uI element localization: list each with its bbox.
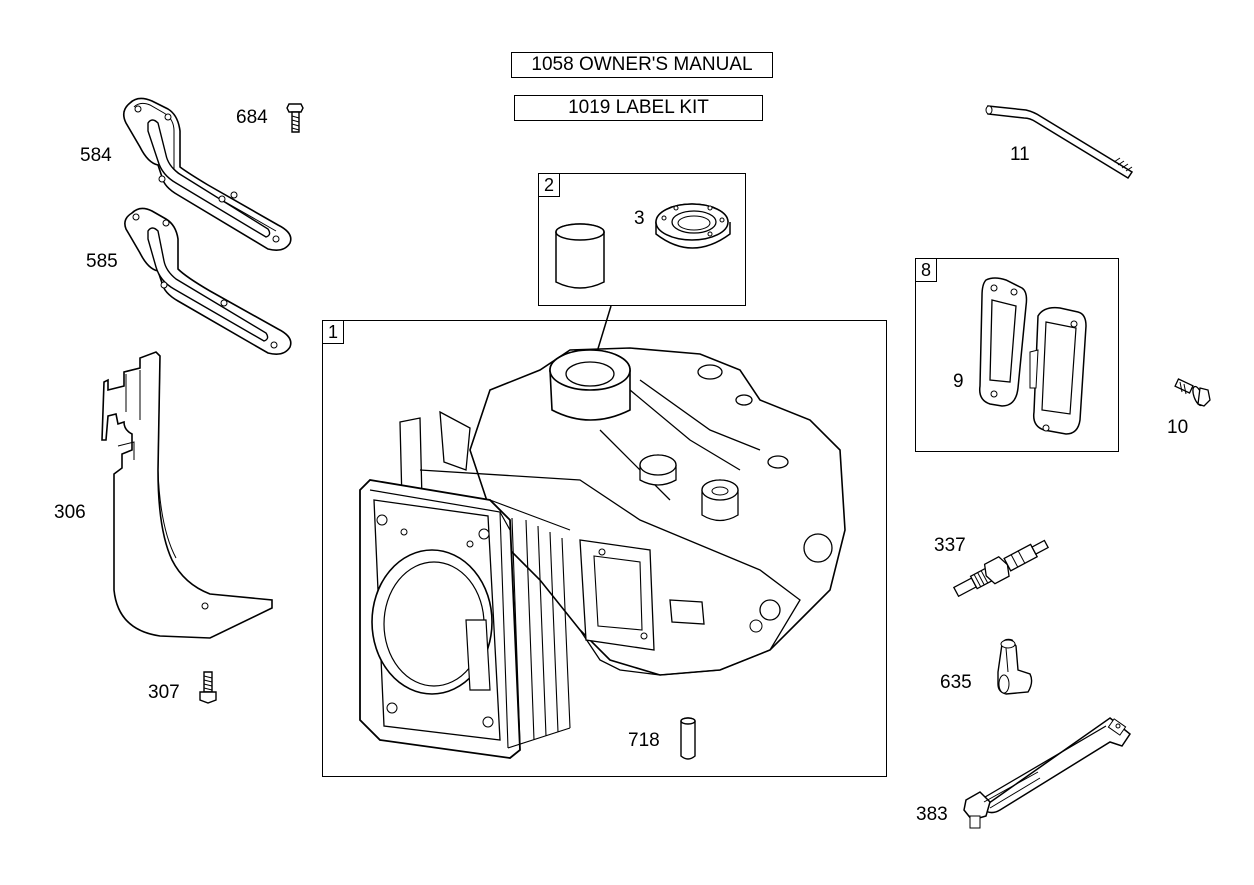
breather-cover-icon bbox=[1030, 302, 1090, 444]
cylinder-block-icon bbox=[340, 330, 860, 760]
label-718: 718 bbox=[628, 730, 660, 751]
screw-307-icon bbox=[198, 670, 218, 704]
spark-plug-337-icon bbox=[948, 532, 1058, 602]
breather-gasket-9-icon bbox=[972, 276, 1032, 412]
label-684: 684 bbox=[236, 107, 268, 128]
label-306: 306 bbox=[54, 502, 86, 523]
label-584: 584 bbox=[80, 145, 112, 166]
label-9: 9 bbox=[953, 371, 964, 392]
cylinder-frame: 1 bbox=[322, 320, 887, 777]
label-kit-label: 1019 LABEL KIT bbox=[514, 95, 763, 121]
boot-635-icon bbox=[994, 636, 1036, 696]
dowel-pin-718-icon bbox=[679, 716, 697, 762]
screw-10-icon bbox=[1172, 378, 1212, 412]
label-337: 337 bbox=[934, 535, 966, 556]
label-3: 3 bbox=[634, 208, 645, 229]
gasket-584-icon bbox=[118, 95, 298, 255]
frame-number-2: 2 bbox=[538, 173, 560, 197]
rod-11-icon bbox=[984, 100, 1144, 184]
frame-number-8: 8 bbox=[915, 258, 937, 282]
label-635: 635 bbox=[940, 672, 972, 693]
breather-frame: 8 bbox=[915, 258, 1119, 452]
label-11: 11 bbox=[1010, 144, 1030, 165]
screw-684-icon bbox=[286, 102, 306, 134]
bushing-icon bbox=[552, 222, 612, 294]
wrench-383-icon bbox=[960, 712, 1140, 830]
label-307: 307 bbox=[148, 682, 180, 703]
label-10: 10 bbox=[1167, 417, 1189, 438]
label-585: 585 bbox=[86, 251, 118, 272]
seal-3-icon bbox=[652, 198, 738, 254]
frame-number-1: 1 bbox=[322, 320, 344, 344]
air-guide-306-icon bbox=[100, 350, 278, 640]
bushing-seal-frame: 2 bbox=[538, 173, 746, 306]
label-383: 383 bbox=[916, 804, 948, 825]
owners-manual-label: 1058 OWNER'S MANUAL bbox=[511, 52, 773, 78]
gasket-585-icon bbox=[120, 205, 298, 360]
